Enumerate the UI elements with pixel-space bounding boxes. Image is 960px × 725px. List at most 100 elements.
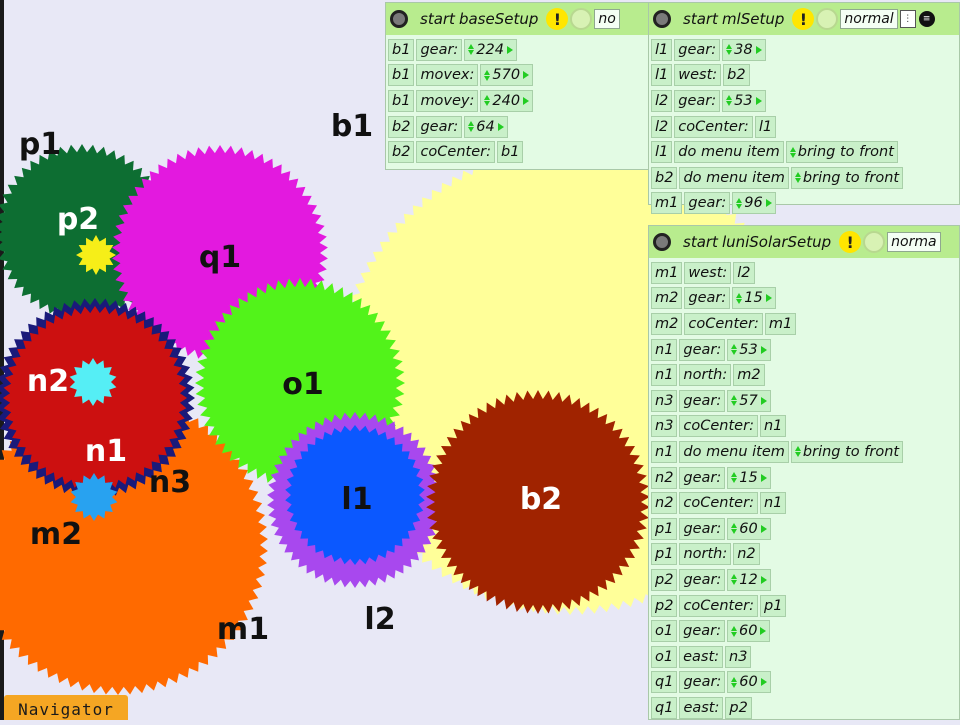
increment-arrow-icon[interactable] (760, 396, 767, 405)
row-property[interactable]: gear: (679, 389, 726, 412)
stepper-arrows-icon[interactable] (794, 446, 801, 458)
number-argument[interactable]: 53 (727, 338, 771, 361)
mode-selector[interactable]: norma (887, 232, 941, 252)
number-argument[interactable]: 570 (480, 64, 534, 87)
stepper-arrows-icon[interactable] (731, 574, 738, 586)
row-property[interactable]: gear: (679, 466, 726, 489)
object-argument[interactable]: p1 (759, 594, 787, 617)
run-once-button[interactable]: ! (546, 8, 569, 30)
row-target[interactable]: l2 (651, 115, 673, 138)
ticking-clock-icon[interactable] (863, 231, 886, 253)
panel-header[interactable]: start luniSolarSetup ! norma (649, 226, 959, 258)
row-target[interactable]: n2 (651, 492, 678, 515)
stepper-arrows-icon[interactable] (731, 676, 738, 688)
row-target[interactable]: q1 (651, 671, 678, 694)
row-target[interactable]: p1 (651, 543, 678, 566)
stepper-arrows-icon[interactable] (736, 197, 743, 209)
script-tile-icon[interactable]: ⋮ (899, 10, 916, 28)
row-property[interactable]: east: (679, 645, 724, 668)
object-argument[interactable]: b1 (496, 141, 524, 164)
row-property[interactable]: gear: (679, 671, 726, 694)
object-argument[interactable]: p2 (725, 696, 752, 719)
row-property[interactable]: do menu item (679, 440, 789, 463)
number-argument[interactable]: 60 (727, 671, 771, 694)
increment-arrow-icon[interactable] (523, 71, 530, 80)
increment-arrow-icon[interactable] (760, 473, 767, 482)
row-property[interactable]: do menu item (674, 141, 784, 164)
object-argument[interactable]: b2 (723, 64, 750, 87)
stepper-arrows-icon[interactable] (484, 95, 491, 107)
stepper-arrows-icon[interactable] (730, 625, 737, 637)
object-argument[interactable]: n1 (759, 415, 787, 438)
number-argument[interactable]: 60 (727, 517, 771, 540)
row-property[interactable]: coCenter: (674, 115, 753, 138)
row-property[interactable]: west: (684, 261, 732, 284)
row-target[interactable]: n1 (651, 338, 678, 361)
row-target[interactable]: b2 (651, 166, 678, 189)
number-argument[interactable]: 15 (732, 287, 776, 310)
status-indicator-icon[interactable] (653, 10, 671, 28)
row-property[interactable]: gear: (416, 115, 463, 138)
row-property[interactable]: gear: (684, 192, 731, 215)
row-target[interactable]: m1 (651, 192, 683, 215)
row-property[interactable]: gear: (679, 620, 725, 643)
row-property[interactable]: north: (679, 543, 732, 566)
gear-b2[interactable] (426, 390, 650, 614)
object-argument[interactable]: m1 (764, 312, 797, 335)
stepper-arrows-icon[interactable] (726, 44, 733, 56)
object-argument[interactable]: n2 (733, 543, 760, 566)
gear-l1[interactable] (285, 425, 425, 565)
row-property[interactable]: east: (679, 696, 724, 719)
row-target[interactable]: o1 (651, 645, 678, 668)
stepper-arrows-icon[interactable] (794, 172, 801, 184)
number-argument[interactable]: 64 (464, 115, 508, 138)
increment-arrow-icon[interactable] (765, 199, 772, 208)
increment-arrow-icon[interactable] (760, 575, 767, 584)
row-target[interactable]: p2 (651, 568, 678, 591)
stepper-arrows-icon[interactable] (468, 121, 475, 133)
row-target[interactable]: n3 (651, 415, 678, 438)
row-target[interactable]: n1 (651, 364, 678, 387)
row-target[interactable]: o1 (651, 620, 678, 643)
increment-arrow-icon[interactable] (760, 627, 767, 636)
row-target[interactable]: n2 (651, 466, 678, 489)
row-target[interactable]: l1 (651, 38, 673, 61)
stepper-arrows-icon[interactable] (731, 472, 738, 484)
row-target[interactable]: m2 (651, 312, 683, 335)
row-property[interactable]: gear: (679, 568, 726, 591)
object-argument[interactable]: m2 (733, 364, 765, 387)
row-target[interactable]: b1 (388, 38, 415, 61)
row-property[interactable]: coCenter: (679, 594, 758, 617)
stepper-arrows-icon[interactable] (736, 292, 743, 304)
row-target[interactable]: m2 (651, 287, 683, 310)
gear-n2[interactable] (69, 358, 117, 406)
row-property[interactable]: coCenter: (416, 141, 495, 164)
number-argument[interactable]: 38 (722, 38, 766, 61)
menu-icon[interactable]: ≡ (918, 11, 935, 27)
stepper-arrows-icon[interactable] (468, 44, 475, 56)
stepper-arrows-icon[interactable] (731, 523, 738, 535)
number-argument[interactable]: 15 (727, 466, 771, 489)
row-target[interactable]: b1 (388, 89, 415, 112)
menu-item-argument[interactable]: bring to front (790, 166, 904, 189)
increment-arrow-icon[interactable] (760, 524, 767, 533)
increment-arrow-icon[interactable] (760, 345, 767, 354)
mode-selector[interactable]: normal (840, 9, 898, 29)
row-target[interactable]: n1 (651, 440, 678, 463)
row-target[interactable]: n3 (651, 389, 678, 412)
